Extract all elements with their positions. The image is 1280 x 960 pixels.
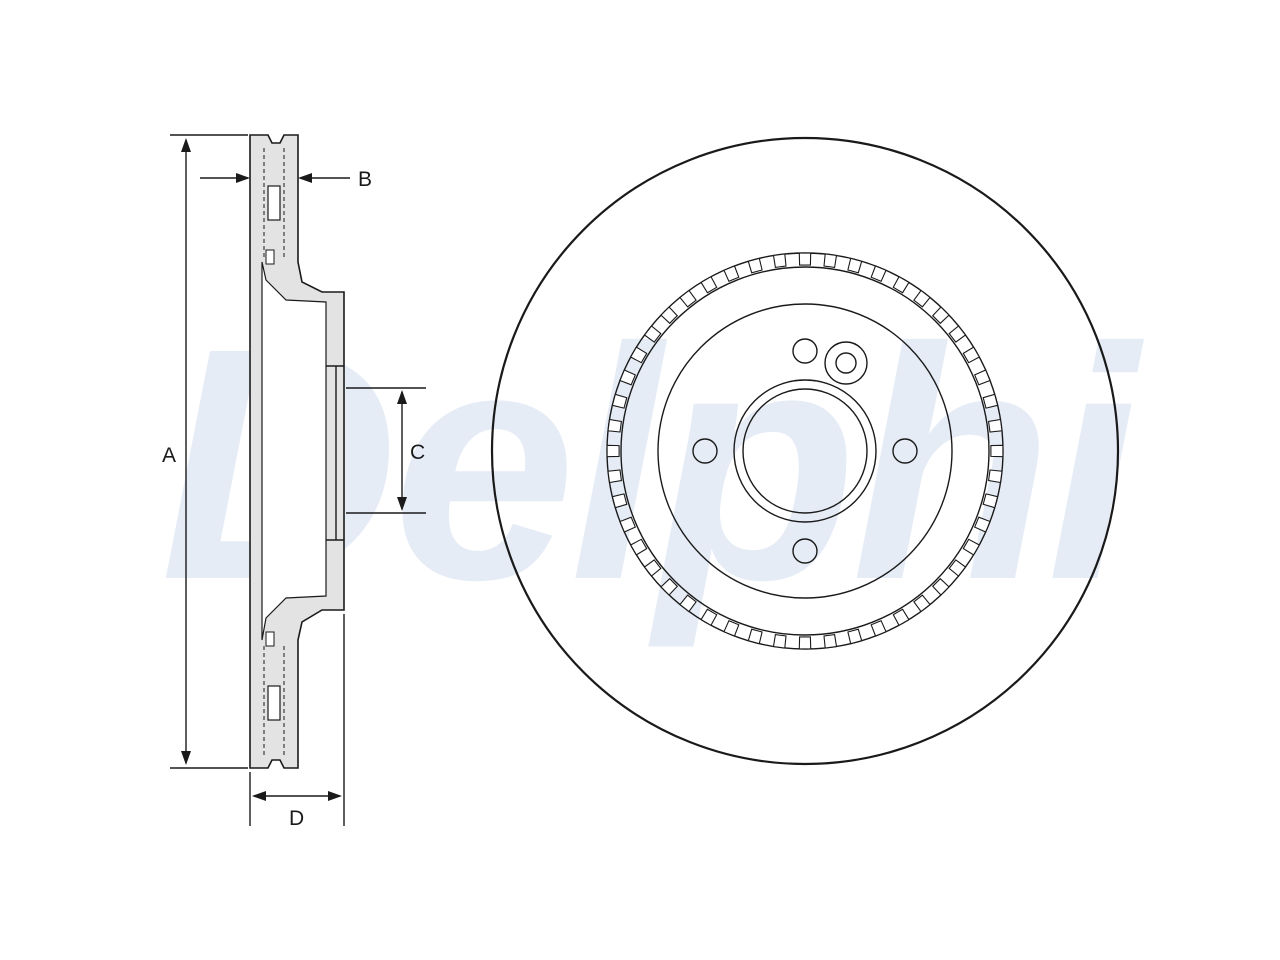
abs-tooth	[931, 306, 950, 325]
disc-front-view	[490, 136, 1120, 766]
abs-tooth	[723, 265, 740, 283]
abs-tooth	[629, 346, 648, 364]
abs-tooth	[679, 289, 697, 308]
dimension-label-a: A	[162, 444, 176, 467]
abs-tooth	[990, 444, 1004, 458]
abs-tooth	[982, 393, 999, 409]
abs-tooth	[847, 628, 863, 645]
bolt-hole-bottom	[792, 538, 818, 564]
bolt-hole-left	[692, 438, 718, 464]
abs-tooth	[973, 516, 991, 533]
hat-inner-face	[261, 261, 327, 641]
abs-tooth	[660, 306, 679, 325]
abs-tooth	[611, 493, 628, 509]
dimension-a: A	[162, 134, 248, 769]
abs-tooth	[619, 516, 637, 533]
dimension-label-c: C	[410, 441, 425, 464]
abs-tooth	[987, 469, 1003, 484]
abs-tooth	[772, 633, 787, 649]
vent-slot	[265, 631, 275, 647]
abs-tooth	[798, 636, 812, 650]
bolt-hole-right	[892, 438, 918, 464]
abs-tooth	[892, 275, 910, 294]
abs-tooth	[962, 346, 981, 364]
abs-tooth	[823, 253, 838, 269]
abs-tooth	[611, 393, 628, 409]
vent-slot	[267, 185, 281, 221]
abs-tooth	[870, 265, 887, 283]
bolt-hole-top	[792, 338, 818, 364]
dimension-label-b: B	[358, 168, 372, 191]
vent-slot	[267, 685, 281, 721]
abs-tooth	[913, 594, 931, 613]
abs-tooth	[948, 559, 967, 577]
abs-tooth	[643, 325, 662, 343]
abs-tone-ring	[606, 252, 1004, 650]
abs-tooth	[798, 252, 812, 266]
abs-tooth	[823, 633, 838, 649]
abs-tooth	[847, 257, 863, 274]
abs-tooth	[607, 469, 623, 484]
hat-outer-circle	[657, 303, 953, 599]
abs-tooth	[913, 289, 931, 308]
locating-hole-outer	[824, 341, 868, 385]
locating-hole-inner	[835, 352, 857, 374]
dimension-b: B	[200, 168, 372, 191]
dimension-label-d: D	[289, 807, 304, 830]
bore-step	[326, 365, 344, 541]
abs-tooth	[679, 594, 697, 613]
abs-tooth	[987, 418, 1003, 433]
abs-tooth	[931, 577, 950, 596]
center-bore-inner	[742, 388, 868, 514]
disc-side-section-view	[249, 134, 345, 769]
abs-tooth	[643, 559, 662, 577]
disc-outer-edge	[490, 136, 1120, 766]
abs-tooth	[606, 444, 620, 458]
abs-tooth	[607, 418, 623, 433]
abs-tooth	[660, 577, 679, 596]
abs-tooth	[700, 275, 718, 294]
center-bore-outer	[733, 379, 877, 523]
dimension-d: D	[249, 614, 345, 830]
abs-tooth	[700, 608, 718, 627]
abs-tooth	[723, 619, 740, 637]
abs-tooth	[619, 369, 637, 386]
abs-tooth	[982, 493, 999, 509]
abs-tooth	[948, 325, 967, 343]
abs-tooth	[973, 369, 991, 386]
abs-tooth	[629, 538, 648, 556]
abs-tooth	[747, 257, 763, 274]
abs-tooth	[772, 253, 787, 269]
abs-tooth	[747, 628, 763, 645]
vent-slot	[265, 249, 275, 265]
abs-tooth	[870, 619, 887, 637]
dimension-c: C	[346, 387, 426, 514]
abs-tooth	[892, 608, 910, 627]
abs-tooth	[962, 538, 981, 556]
